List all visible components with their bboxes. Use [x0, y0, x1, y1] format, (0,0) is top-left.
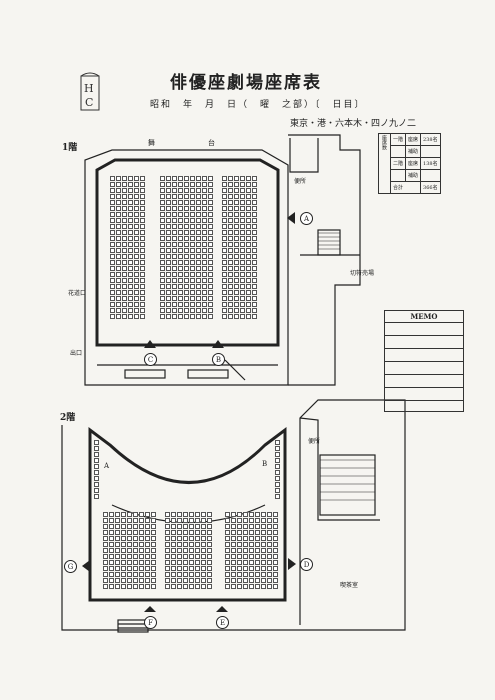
count-value-4 — [420, 169, 441, 182]
count-type-1: 座席 — [405, 133, 422, 146]
count-type-4: 補助 — [405, 169, 422, 182]
count-floor-1: 一階 — [389, 133, 407, 146]
count-floor-4 — [389, 169, 407, 182]
count-value-3: 138名 — [420, 157, 441, 170]
entrance-c-marker: C — [144, 353, 157, 366]
floor2-side-a-label: A — [104, 462, 110, 470]
count-type-3: 座席 — [405, 157, 422, 170]
theatre-logo: H C — [79, 72, 101, 112]
performance-date-line: 昭和 年 月 日（ 曜 之部）〔 日目〕 — [150, 100, 366, 110]
memo-title: MEMO — [385, 311, 463, 323]
restroom-label-1: 便所 — [294, 178, 307, 185]
tea-room-label: 喫茶室 — [340, 582, 359, 589]
ticket-office-label: 切符売場 — [350, 270, 375, 277]
svg-text:C: C — [85, 96, 93, 109]
floor1-seats-left — [110, 176, 145, 319]
floor2-seats-left — [103, 512, 156, 589]
stage-label-2: 台 — [208, 139, 215, 147]
count-value-2 — [420, 145, 441, 158]
theatre-address: 東京・港・六本木・四ノ九ノ二 — [290, 119, 417, 129]
floor1-seats-right — [222, 176, 257, 319]
page-title: 俳優座劇場座席表 — [170, 73, 322, 93]
seat-count-table: 座席数 一階 座席 238名 補助 二階 座席 138名 補助 合計 366名 — [378, 133, 441, 194]
floor2-restroom-label: 便所 — [308, 438, 321, 445]
entrance-e-marker: E — [216, 616, 229, 629]
seat-count-heading: 座席数 — [378, 133, 391, 194]
floor2-seats-center — [165, 512, 212, 589]
count-total-value: 366名 — [420, 181, 441, 194]
floor-1-label: 1階 — [62, 143, 78, 153]
entrance-a-marker: A — [300, 212, 313, 225]
side-exit-label-1: 花道口 — [68, 290, 87, 297]
entrance-d-marker: D — [300, 558, 313, 571]
count-type-2: 補助 — [405, 145, 422, 158]
count-total-label: 合計 — [389, 181, 422, 194]
entrance-b-marker: B — [212, 353, 225, 366]
side-exit-label-2: 出口 — [70, 350, 83, 357]
floor2-side-b-label: B — [262, 460, 268, 468]
stage-label: 舞 — [148, 139, 157, 147]
floor-2-label: 2階 — [60, 413, 76, 423]
count-floor-3: 二階 — [389, 157, 407, 170]
entrance-g-marker: G — [64, 560, 77, 573]
svg-text:H: H — [84, 82, 94, 95]
count-floor-2 — [389, 145, 407, 158]
entrance-f-marker: F — [144, 616, 157, 629]
floor1-seats-center — [160, 176, 213, 319]
count-value-1: 238名 — [420, 133, 441, 146]
floor2-seats-side-left — [94, 440, 99, 499]
floor2-seats-side-right — [275, 440, 280, 499]
floor2-seats-right — [225, 512, 278, 589]
memo-box: MEMO — [384, 310, 464, 412]
